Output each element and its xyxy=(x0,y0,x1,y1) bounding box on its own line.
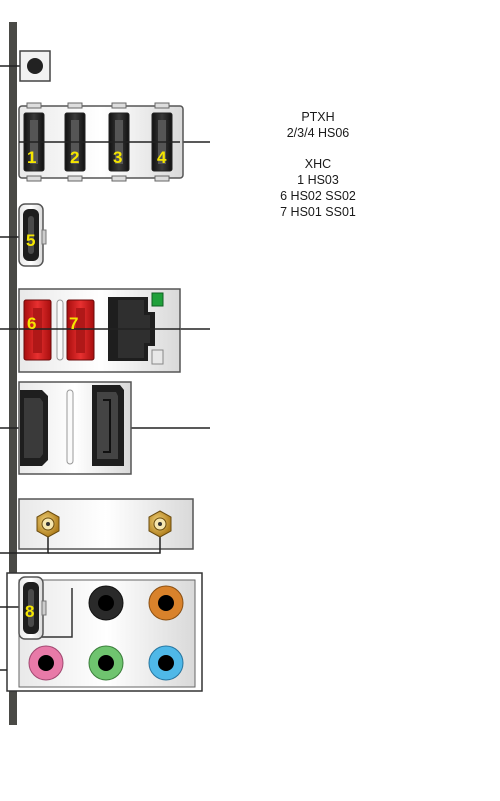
port-label-6: 6 xyxy=(27,314,36,333)
audio-jack-black[interactable] xyxy=(88,585,124,621)
port-label-2: 2 xyxy=(70,148,79,167)
port-label-1: 1 xyxy=(27,148,36,167)
lan-activity-led xyxy=(151,349,164,365)
antenna-block xyxy=(0,498,194,554)
antenna-connector-left[interactable] xyxy=(36,510,60,538)
usb-block-1-4 xyxy=(18,102,210,182)
backplate-bar xyxy=(9,22,17,725)
display-block xyxy=(0,381,210,475)
port-label-7: 7 xyxy=(69,314,78,333)
audio-jack-pink[interactable] xyxy=(28,645,64,681)
xhc-line-3: 7 HS01 SS01 xyxy=(280,205,356,219)
port-label-4: 4 xyxy=(157,148,167,167)
ptxh-title: PTXH xyxy=(301,110,335,124)
hdmi-port[interactable] xyxy=(20,390,48,466)
audio-block xyxy=(0,572,203,692)
audio-jack-orange[interactable] xyxy=(148,585,184,621)
port-label-3: 3 xyxy=(113,148,122,167)
port-label-8: 8 xyxy=(25,602,34,621)
port-label-5: 5 xyxy=(26,231,35,250)
audio-jack-blue[interactable] xyxy=(148,645,184,681)
lan-link-led xyxy=(151,292,164,307)
usb-port-6[interactable] xyxy=(23,299,52,361)
xhc-line-2: 6 HS02 SS02 xyxy=(280,189,356,203)
usb-c-port-5[interactable] xyxy=(0,203,47,267)
usb-c-port-8[interactable] xyxy=(18,576,47,640)
xhc-title: XHC xyxy=(304,157,332,171)
usb-port-7[interactable] xyxy=(66,299,95,361)
ptxh-ports: 2/3/4 HS06 xyxy=(286,126,350,140)
antenna-connector-right[interactable] xyxy=(148,510,172,538)
displayport-port[interactable] xyxy=(92,385,124,466)
xhc-line-1: 1 HS03 xyxy=(297,173,339,187)
audio-jack-green[interactable] xyxy=(88,645,124,681)
cmos-button[interactable] xyxy=(0,50,51,82)
usb-lan-block xyxy=(0,288,210,373)
